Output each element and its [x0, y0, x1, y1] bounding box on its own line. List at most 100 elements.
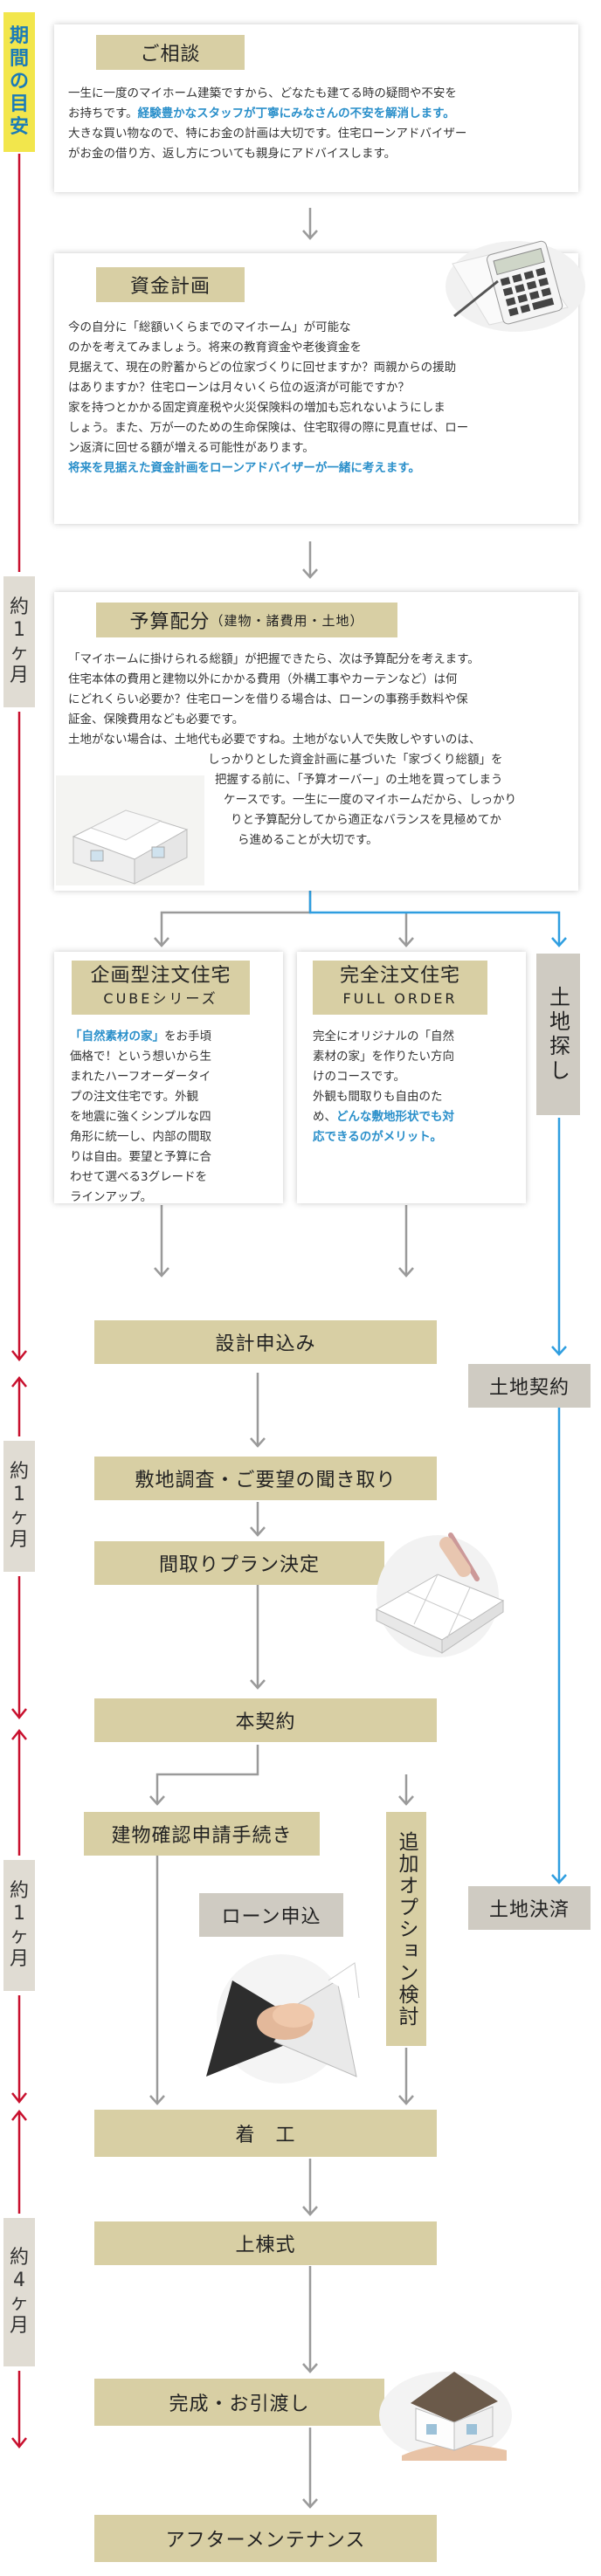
step-label: 着 工	[235, 2125, 296, 2146]
full-order-line: けのコースです。	[313, 1070, 405, 1084]
step-label: 完成・お引渡し	[169, 2393, 310, 2415]
period-char: ヶ	[9, 1506, 29, 1528]
cube-line: を地震に強くシンプルな四	[70, 1110, 211, 1124]
step-main-contract: 本契約	[94, 1698, 437, 1742]
budget-line: 住宅本体の費用と建物以外にかかる費用（外構工事やカーテンなど）は何	[68, 672, 458, 686]
funding-line: ン返済に回せる額が増える可能性があります。	[68, 441, 314, 455]
house-model-photo	[56, 775, 204, 885]
cube-line: りは自由。要望と予算に合	[70, 1150, 211, 1164]
budget-subtitle: （建物・諸費用・土地）	[210, 612, 364, 629]
period-char: 月	[9, 2315, 29, 2337]
step-label: 土地決済	[488, 1899, 570, 1921]
period-char: 約	[9, 2247, 29, 2269]
step-label: 敷地調査・ご要望の聞き取り	[135, 1470, 397, 1491]
period-char: ヶ	[9, 2292, 29, 2314]
funding-highlight: 将来を見据えた資金計画をローンアドバイザーが一緒に考えます。	[68, 461, 420, 475]
period-header-char: 目	[9, 93, 29, 115]
funding-line: しょう。また、万が一のための生命保険は、住宅取得の際に見直せば、ロー	[68, 421, 469, 435]
funding-line: 家を持つとかかる固定資産税や火災保険料の増加も忘れないようにしま	[68, 401, 446, 415]
consult-line: 大きな買い物なので、特にお金の計画は大切です。住宅ローンアドバイザー	[68, 127, 467, 141]
period-char: 約	[9, 596, 29, 618]
cube-line: ラインアップ。	[70, 1190, 153, 1204]
budget-line: にどれくらい必要か？住宅ローンを借りる場合は、ローンの事務手数料や保	[68, 692, 468, 706]
period-3: 約 1 ヶ 月	[3, 1860, 35, 1991]
calculator-photo	[437, 229, 585, 334]
full-order-highlight: どんな敷地形状でも対	[336, 1110, 454, 1124]
full-order-line: 素材の家」を作りたい方向	[313, 1050, 454, 1064]
period-header-char: の	[9, 71, 29, 93]
consult-body: 一生に一度のマイホーム建築ですから、どなたも建てる時の疑問や不安を お持ちです。…	[68, 84, 575, 164]
step-aftercare: アフターメンテナンス	[94, 2515, 437, 2562]
budget-line: しっかりとした資金計画に基づいた「家づくり総額」を	[208, 753, 503, 767]
step-loan: ローン申込	[199, 1893, 343, 1937]
full-order-line: め、どんな敷地形状でも対	[313, 1107, 522, 1127]
full-order-title-text: 完全注文住宅	[339, 965, 460, 987]
step-option: 追加オプション検討	[386, 1812, 426, 2046]
step-land-settle: 土地決済	[468, 1886, 591, 1930]
period-char: ヶ	[9, 642, 29, 664]
funding-line: のかを考えてみましょう。将来の教育資金や老後資金を	[68, 341, 363, 355]
cube-line: わせて選べる3グレードを	[70, 1170, 208, 1184]
budget-line: 土地がない場合は、土地代も必要ですね。土地がない人で失敗しやすいのは、	[68, 733, 481, 747]
step-design-apply: 設計申込み	[94, 1320, 437, 1364]
consult-text: お持ちです。	[68, 107, 138, 121]
period-header-char: 間	[9, 48, 29, 70]
grey-flow-arrows	[149, 208, 414, 2509]
handshake-photo	[197, 1946, 365, 2084]
cube-line: 角形に統一し、内部の間取	[70, 1130, 211, 1144]
step-label: 設計申込み	[215, 1333, 316, 1355]
funding-line: はありますか？住宅ローンは月々いくら位の返済が可能ですか？	[68, 381, 410, 395]
period-4: 約 4 ヶ 月	[3, 2218, 35, 2366]
consult-highlight: 経験豊かなスタッフが丁寧にみなさんの不安を解消します。	[137, 107, 455, 121]
cube-line: 価格で！という想いから生	[70, 1050, 211, 1064]
budget-line: りと予算配分してから適正なバランスを見極めてか	[231, 813, 501, 827]
budget-line: ケースです。一生に一度のマイホームだから、しっかり	[224, 793, 517, 807]
full-order-line: 完全にオリジナルの「自然	[313, 1030, 454, 1043]
period-header: 期 間 の 目 安	[3, 12, 35, 152]
step-label: 本契約	[235, 1712, 296, 1733]
cube-line: まれたハーフオーダータイ	[70, 1070, 211, 1084]
period-char: 4	[13, 2269, 25, 2291]
period-char: ヶ	[9, 1925, 29, 1947]
step-permit: 建物確認申請手続き	[84, 1812, 320, 1856]
step-label: 上棟式	[235, 2235, 296, 2256]
house-photo	[376, 2352, 515, 2461]
period-2: 約 1 ヶ 月	[3, 1441, 35, 1572]
budget-body: 「マイホームに掛けられる総額」が把握できたら、次は予算配分を考えます。 住宅本体…	[68, 650, 575, 750]
funding-line: 今の自分に「総額いくらまでのマイホーム」が可能な	[68, 320, 351, 334]
step-land-contract: 土地契約	[468, 1364, 591, 1408]
period-header-char: 安	[9, 116, 29, 138]
full-order-title: 完全注文住宅 FULL ORDER	[313, 961, 487, 1015]
full-order-line: 外観も間取りも自由のた	[313, 1090, 443, 1104]
cube-title-text: 企画型注文住宅	[90, 965, 231, 987]
step-label: 土地契約	[488, 1377, 570, 1399]
step-handover: 完成・お引渡し	[94, 2379, 384, 2426]
period-1: 約 1 ヶ 月	[3, 576, 35, 707]
step-start: 着 工	[94, 2110, 437, 2157]
cube-text: をお手頃	[164, 1030, 211, 1043]
period-header-char: 期	[9, 25, 29, 47]
period-char: 1	[13, 619, 25, 641]
period-char: 月	[9, 1529, 29, 1551]
cube-line: 「自然素材の家」をお手頃	[70, 1027, 280, 1047]
budget-line: 証金、保険費用なども必要です。	[68, 713, 245, 727]
land-search-label: 土地探し	[536, 954, 580, 1115]
cube-title: 企画型注文住宅 CUBEシリーズ	[72, 961, 250, 1015]
full-order-text: め、	[313, 1110, 336, 1124]
full-order-body: 完全にオリジナルの「自然 素材の家」を作りたい方向 けのコースです。 外観も間取…	[313, 1027, 522, 1147]
cube-highlight: 「自然素材の家」	[70, 1030, 164, 1043]
plan-model-photo	[363, 1526, 512, 1657]
budget-line: 「マイホームに掛けられる総額」が把握できたら、次は予算配分を考えます。	[68, 652, 480, 666]
consult-line: お持ちです。経験豊かなスタッフが丁寧にみなさんの不安を解消します。	[68, 104, 575, 124]
budget-title: 予算配分（建物・諸費用・土地）	[96, 603, 397, 637]
full-order-highlight: 応できるのがメリット。	[313, 1130, 442, 1144]
step-label: ローン申込	[221, 1906, 321, 1928]
step-plan: 間取りプラン決定	[94, 1541, 384, 1585]
budget-line: 把握する前に、「予算オーバー」の土地を買ってしまう	[215, 773, 503, 787]
funding-title: 資金計画	[96, 267, 245, 302]
step-framing: 上棟式	[94, 2221, 437, 2265]
consult-title: ご相談	[96, 35, 245, 70]
period-char: 月	[9, 1948, 29, 1970]
budget-title-text: 予算配分	[129, 611, 211, 633]
